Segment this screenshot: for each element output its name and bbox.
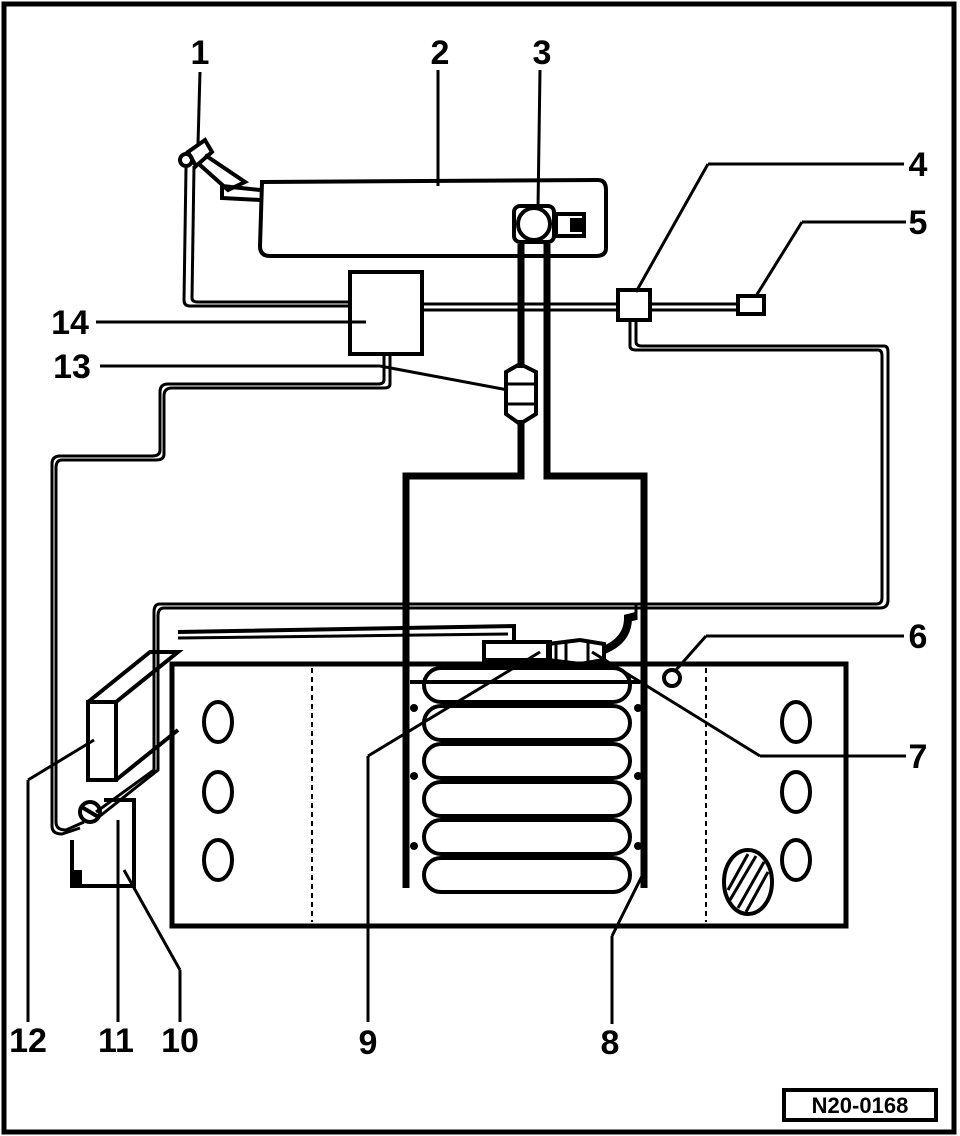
injector bbox=[546, 612, 637, 667]
callout-9: 9 bbox=[359, 1024, 378, 1062]
callout-5: 5 bbox=[909, 204, 928, 242]
fuel-pump bbox=[512, 204, 586, 244]
fuel-cooler-coil bbox=[410, 666, 640, 894]
callout-10: 10 bbox=[161, 1022, 199, 1060]
pressure-regulator bbox=[177, 623, 552, 662]
fuel-pump-relay bbox=[616, 288, 652, 322]
callout-3: 3 bbox=[533, 34, 552, 72]
callout-2: 2 bbox=[431, 34, 450, 72]
fuel-return-line bbox=[543, 244, 648, 888]
callout-13: 13 bbox=[53, 348, 91, 386]
leader-lines bbox=[26, 69, 906, 1024]
callout-11: 11 bbox=[98, 1022, 134, 1060]
callout-7: 7 bbox=[909, 738, 928, 776]
filler-vent-valve bbox=[178, 137, 250, 193]
callout-4: 4 bbox=[909, 146, 928, 184]
control-unit bbox=[348, 270, 424, 356]
solenoid-valve bbox=[78, 800, 102, 824]
charcoal-canister bbox=[86, 650, 184, 782]
engine-block bbox=[169, 661, 849, 929]
wiring-harness bbox=[50, 165, 890, 836]
coil-mount-points bbox=[410, 704, 642, 850]
electrical-connector bbox=[736, 294, 766, 316]
callout-6: 6 bbox=[909, 618, 928, 656]
engine-sensor bbox=[662, 668, 682, 688]
callout-8: 8 bbox=[601, 1024, 620, 1062]
fuel-filter bbox=[504, 361, 538, 427]
fuel-tank bbox=[220, 177, 608, 258]
figure-code: N20-0168 bbox=[812, 1093, 909, 1118]
figure-code-box: N20-0168 bbox=[782, 1088, 938, 1122]
callout-12: 12 bbox=[9, 1022, 47, 1060]
callout-14: 14 bbox=[51, 304, 89, 342]
callout-1: 1 bbox=[191, 34, 210, 72]
fuel-supply-line bbox=[402, 244, 525, 888]
